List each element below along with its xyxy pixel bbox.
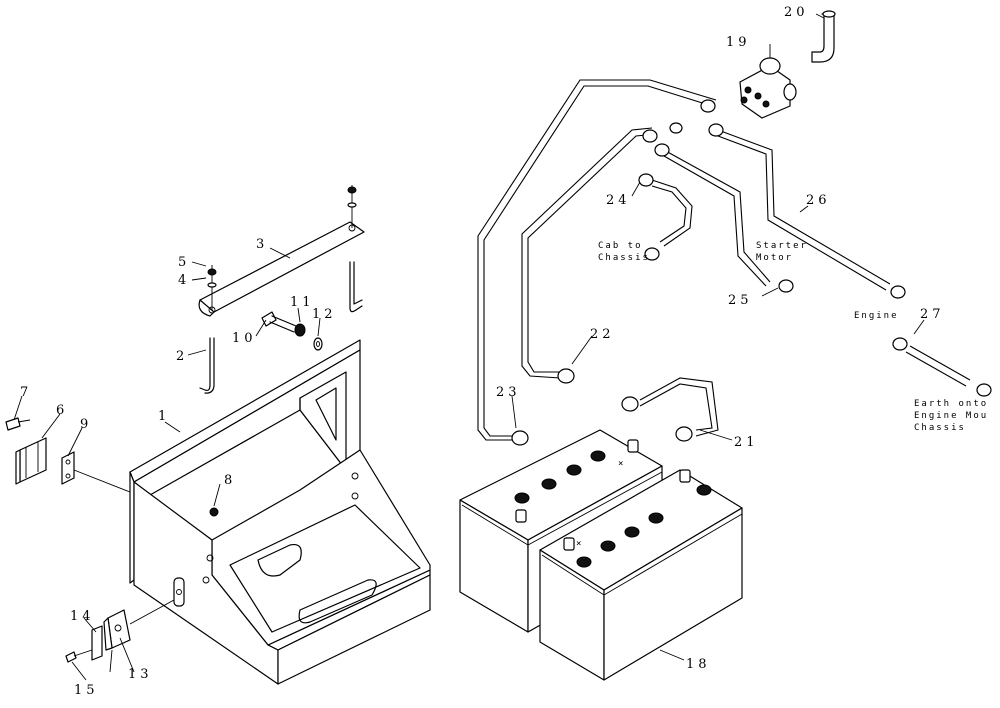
callout-19: 19: [726, 35, 751, 50]
hardware-stack-left: [207, 265, 217, 310]
callout-11: 11: [290, 295, 315, 310]
latch-assembly-front: [65, 599, 175, 663]
callout-15: 15: [74, 683, 99, 698]
note-starter-motor-1: Starter: [756, 241, 808, 251]
callout-8: 8: [224, 473, 236, 488]
callout-20: 20: [784, 5, 809, 20]
note-earth-1: Earth onto: [914, 399, 988, 409]
note-cab-to-chassis-2: Chassis: [598, 253, 650, 263]
battery-terminals: × ×: [515, 439, 691, 551]
callout-18: 18: [686, 657, 711, 672]
callout-21: 21: [734, 435, 759, 450]
callout-26: 26: [806, 193, 831, 208]
battery-front: [539, 469, 743, 681]
callout-22: 22: [590, 327, 615, 342]
callout-24: 24: [606, 193, 631, 208]
battery-mark-2: ×: [576, 539, 583, 549]
note-engine: Engine: [854, 311, 899, 321]
hardware-stack-right: [347, 185, 357, 228]
callout-23: 23: [496, 385, 521, 400]
callout-5: 5: [178, 255, 190, 270]
solenoid: [739, 57, 797, 119]
note-cab-to-chassis-1: Cab to: [598, 241, 643, 251]
note-starter-motor-2: Motor: [756, 253, 793, 263]
callout-3: 3: [256, 237, 268, 252]
battery-mark-1: ×: [618, 459, 625, 469]
battery-tray: [129, 339, 431, 685]
cable-connectors: [511, 99, 992, 446]
callout-13: 13: [128, 667, 153, 682]
callout-9: 9: [80, 417, 92, 432]
bolt-assembly-10-12: [261, 311, 323, 351]
latch-assembly-left: [5, 417, 131, 493]
hold-down-bar: [198, 221, 365, 317]
j-bolt-right: [349, 261, 363, 313]
callout-2: 2: [176, 349, 188, 364]
battery-cables: [477, 79, 971, 441]
callout-27: 27: [920, 307, 945, 322]
leader-lines: [13, 13, 925, 681]
callout-14: 14: [70, 609, 95, 624]
callout-1: 1: [158, 409, 170, 424]
j-bolt-left: [199, 337, 215, 394]
callout-4: 4: [178, 273, 190, 288]
callout-25: 25: [728, 293, 753, 308]
note-earth-2: Engine Mou: [914, 411, 988, 421]
fitting-20: [811, 10, 836, 63]
callout-labels: 1 2 3 4 5 6 7 8 9 10 11 12 13 14 15 18 1…: [20, 5, 945, 698]
note-earth-3: Chassis: [914, 423, 966, 433]
callout-7: 7: [20, 385, 32, 400]
wiring-notes: Cab to Chassis Starter Motor Engine Eart…: [598, 241, 988, 433]
callout-10: 10: [232, 331, 257, 346]
callout-12: 12: [312, 307, 337, 322]
callout-6: 6: [56, 403, 68, 418]
